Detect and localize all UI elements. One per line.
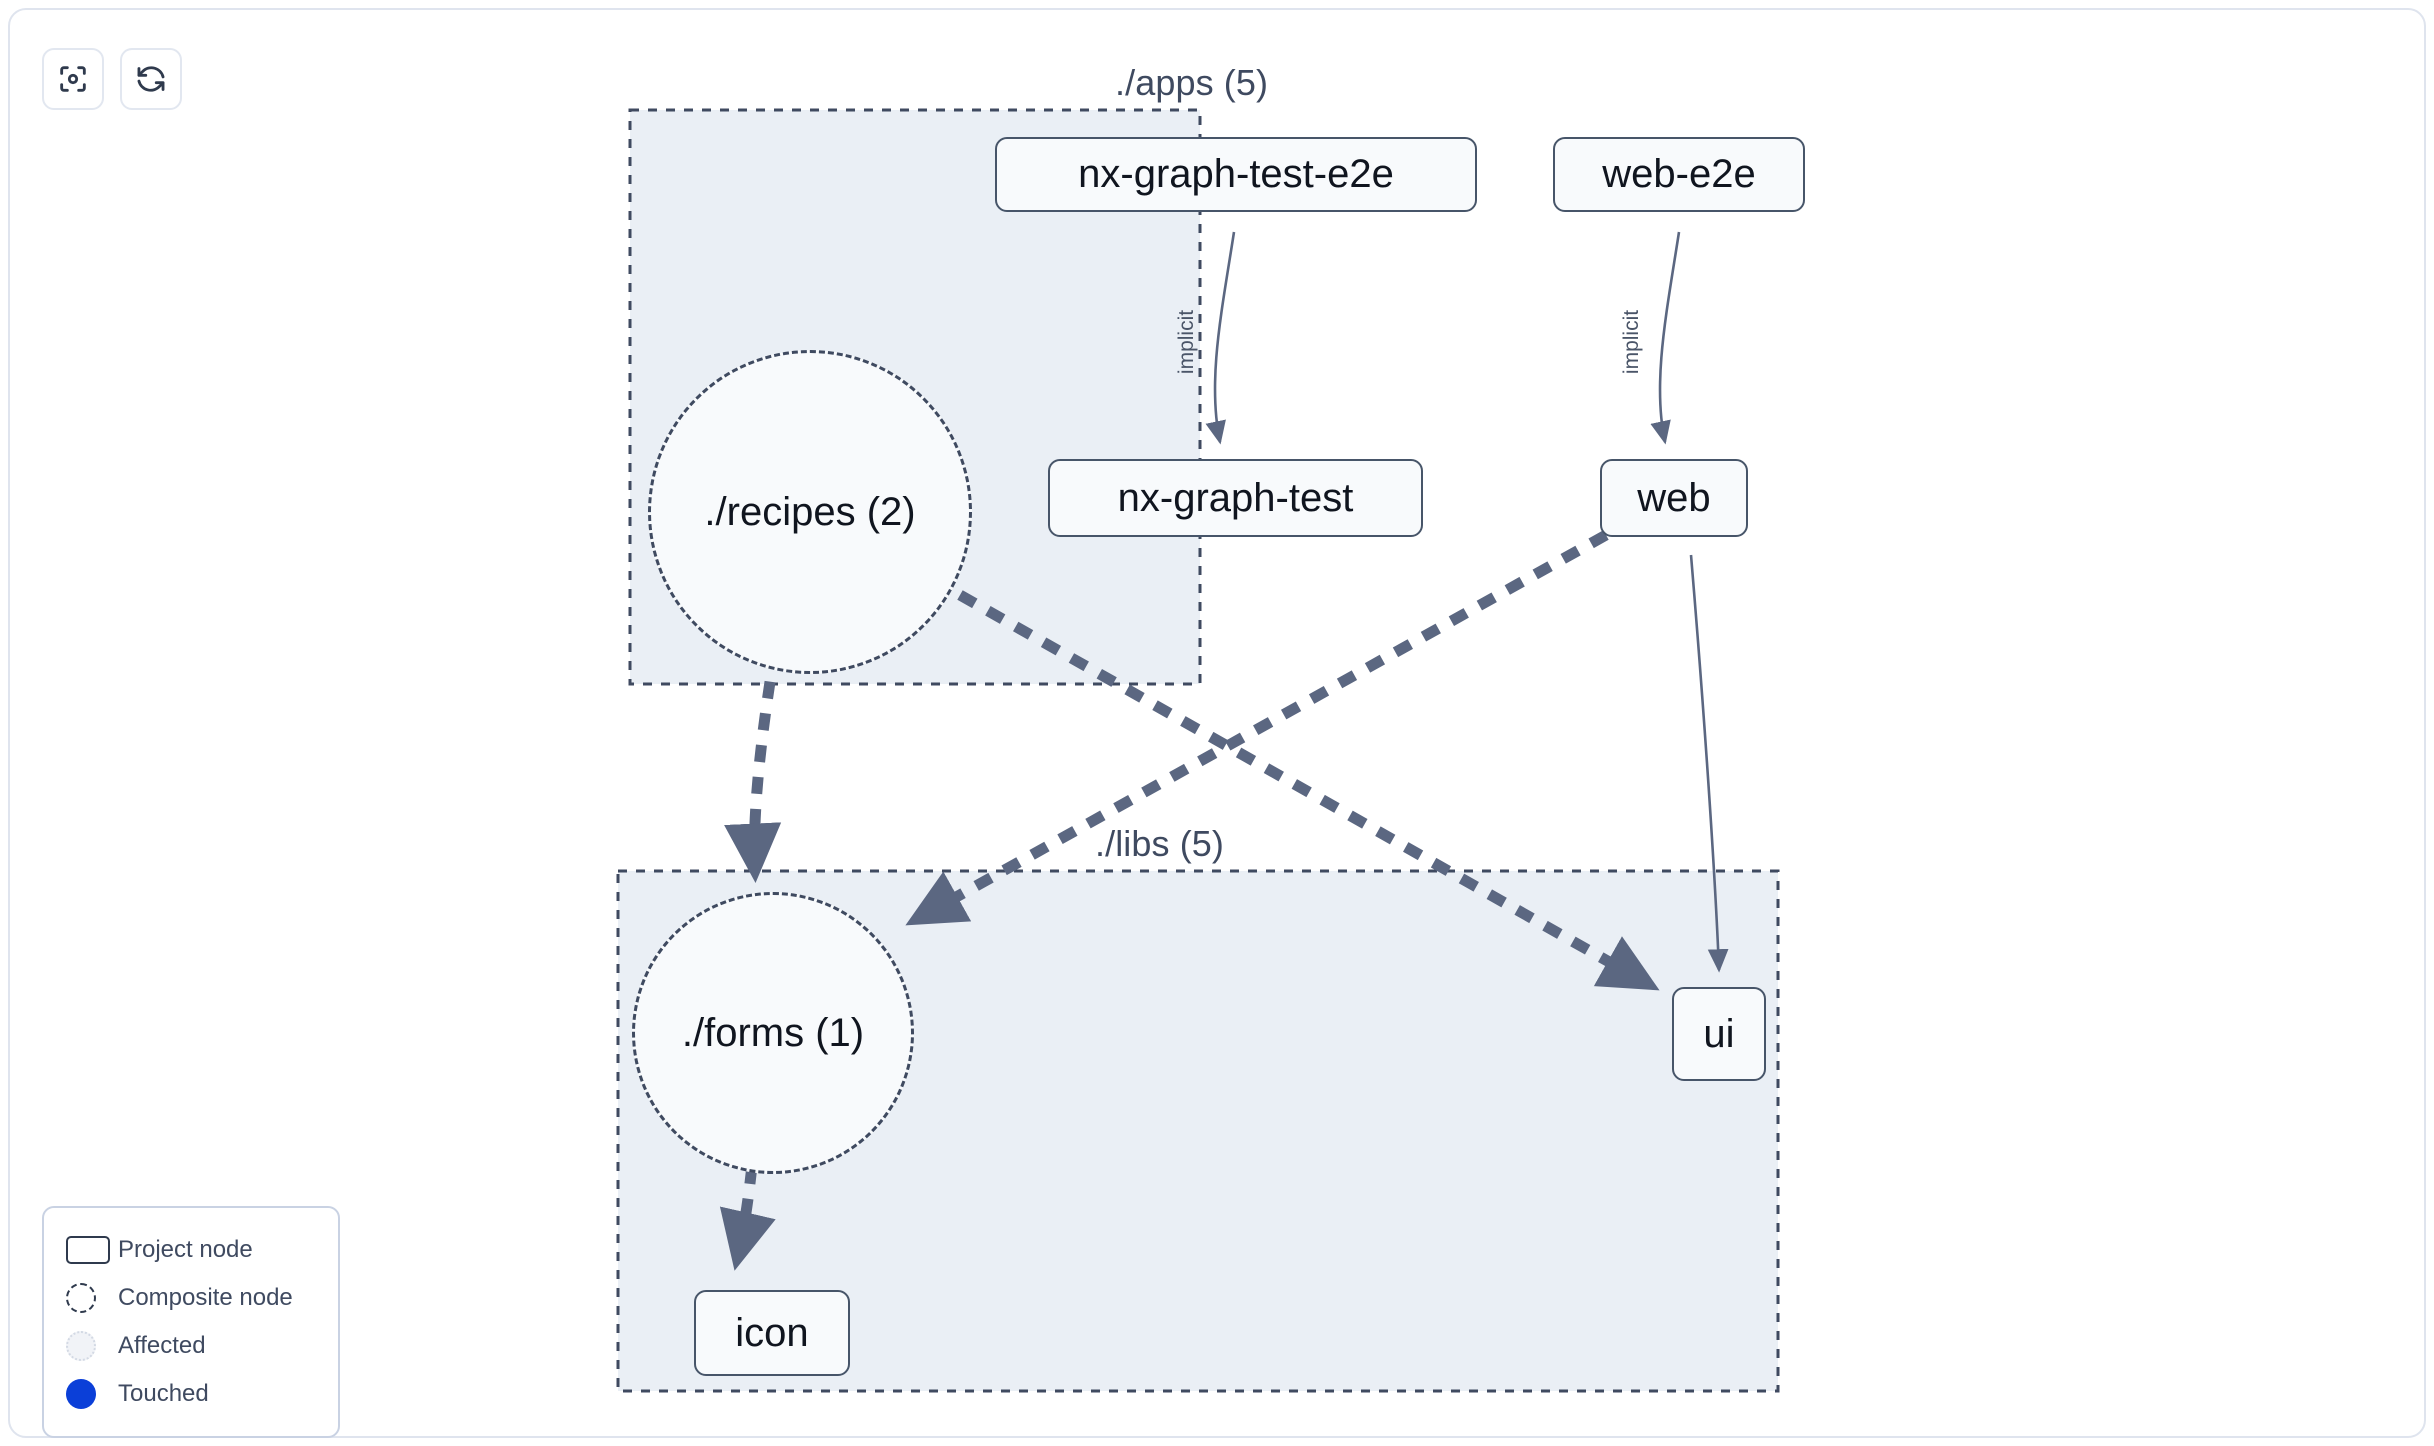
edge-label-implicit-nx-graph-test: implicit xyxy=(1175,309,1199,375)
focus-viewfinder-icon xyxy=(56,62,90,96)
refresh-graph-button[interactable] xyxy=(120,48,182,110)
legend-label: Affected xyxy=(118,1332,206,1359)
composite-node-swatch xyxy=(66,1283,118,1313)
edge-recipes-to-ui[interactable] xyxy=(957,590,1660,991)
touched-swatch xyxy=(66,1379,118,1409)
edge-nx-graph-test-e2e-to-nx-graph-test[interactable] xyxy=(1205,231,1236,445)
legend-label: Touched xyxy=(118,1380,209,1407)
graph-toolbar xyxy=(42,48,182,110)
edge-web-to-ui[interactable] xyxy=(1689,554,1729,973)
focus-graph-button[interactable] xyxy=(42,48,104,110)
composite-node-forms[interactable]: ./forms (1) xyxy=(632,892,914,1174)
group-label-apps: ./apps (5) xyxy=(1115,62,1269,103)
graph-edges-layer xyxy=(616,108,1780,1393)
project-node-nx-graph-test[interactable]: nx-graph-test xyxy=(1048,459,1423,537)
affected-swatch xyxy=(66,1331,118,1361)
legend-item-affected: Affected xyxy=(66,1322,318,1370)
node-label: nx-graph-test-e2e xyxy=(1078,152,1394,196)
project-node-nx-graph-test-e2e[interactable]: nx-graph-test-e2e xyxy=(995,137,1477,212)
node-label: ./forms (1) xyxy=(681,1010,865,1055)
project-node-web-e2e[interactable]: web-e2e xyxy=(1553,137,1805,212)
node-label: nx-graph-test xyxy=(1117,475,1354,520)
node-label: icon xyxy=(735,1310,809,1355)
legend-item-touched: Touched xyxy=(66,1370,318,1418)
legend-label: Composite node xyxy=(118,1284,293,1311)
legend-label: Project node xyxy=(118,1236,253,1263)
graph-canvas-panel[interactable]: ./apps (5) ./libs (5) nx-graph-test-e2e … xyxy=(8,8,2426,1438)
legend-item-composite-node: Composite node xyxy=(66,1274,318,1322)
node-label: ui xyxy=(1703,1011,1735,1056)
composite-node-recipes[interactable]: ./recipes (2) xyxy=(648,350,972,674)
edge-recipes-to-forms[interactable] xyxy=(724,649,782,883)
edge-web-e2e-to-web[interactable] xyxy=(1650,231,1681,445)
edge-forms-to-icon[interactable] xyxy=(719,1134,776,1271)
node-label: web xyxy=(1637,475,1711,520)
legend-item-project-node: Project node xyxy=(66,1226,318,1274)
project-node-swatch xyxy=(66,1236,118,1264)
refresh-sync-icon xyxy=(134,62,168,96)
edge-web-to-forms[interactable] xyxy=(905,530,1609,926)
project-node-icon[interactable]: icon xyxy=(694,1290,850,1376)
project-node-web[interactable]: web xyxy=(1600,459,1748,537)
graph-legend: Project node Composite node Affected Tou… xyxy=(42,1206,340,1438)
node-label: web-e2e xyxy=(1602,152,1756,196)
group-label-libs: ./libs (5) xyxy=(1095,823,1225,864)
node-label: ./recipes (2) xyxy=(704,489,916,534)
edge-label-implicit-web: implicit xyxy=(1620,309,1644,375)
project-node-ui[interactable]: ui xyxy=(1672,987,1766,1081)
